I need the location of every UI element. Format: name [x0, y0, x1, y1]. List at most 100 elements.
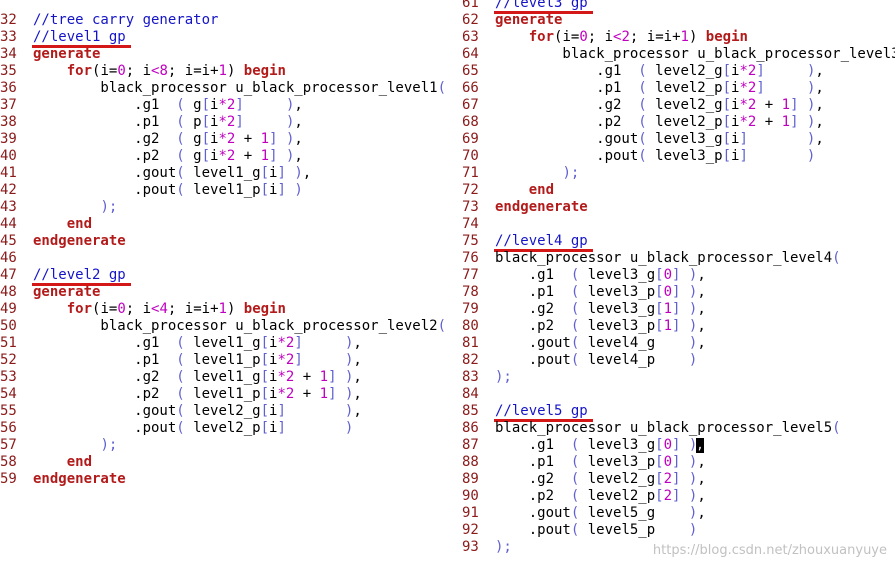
code-token: [: [722, 114, 732, 130]
line-number: 70: [462, 148, 479, 164]
code-line[interactable]: 58 end: [0, 454, 92, 471]
code-line[interactable]: 92 .pout( level5_p ): [462, 522, 697, 539]
code-line[interactable]: 93);: [462, 539, 512, 556]
code-token: .gout: [495, 335, 571, 351]
code-line[interactable]: 53 .g2 ( level1_g[i*2 + 1] ),: [0, 369, 362, 386]
code-line[interactable]: 85//level5 gp: [462, 403, 588, 420]
code-line[interactable]: 42 .pout( level1_p[i] ): [0, 182, 303, 199]
code-number: 2: [226, 131, 236, 147]
code-line[interactable]: 47//level2 gp: [0, 267, 126, 284]
code-token: ]: [739, 148, 748, 164]
code-token: (: [570, 437, 580, 453]
code-line[interactable]: 52 .p1 ( level1_p[i*2] ),: [0, 352, 362, 369]
code-line[interactable]: 84: [462, 386, 495, 403]
line-number: 64: [462, 46, 479, 62]
code-token: (: [176, 420, 185, 436]
code-token: (: [176, 352, 185, 368]
code-line[interactable]: 69 .gout( level3_g[i] ),: [462, 131, 824, 148]
code-line[interactable]: 41 .gout( level1_g[i] ),: [0, 165, 311, 182]
code-line[interactable]: 79 .g2 ( level3_g[1] ),: [462, 301, 706, 318]
code-line[interactable]: 80 .p2 ( level3_p[1] ),: [462, 318, 706, 335]
code-line[interactable]: 90 .p2 ( level2_p[2] ),: [462, 488, 706, 505]
code-line[interactable]: 44 end: [0, 216, 92, 233]
code-line[interactable]: 89 .g2 ( level2_g[2] ),: [462, 471, 706, 488]
code-line[interactable]: 46: [0, 250, 33, 267]
code-line[interactable]: 50 black_processor u_black_processor_lev…: [0, 318, 446, 335]
code-token: ): [688, 454, 698, 470]
code-line[interactable]: 54 .p2 ( level1_p[i*2 + 1] ),: [0, 386, 362, 403]
code-line[interactable]: 49 for(i=0; i<4; i=i+1) begin: [0, 301, 286, 318]
code-line[interactable]: 72 end: [462, 182, 554, 199]
code-token: (: [570, 488, 580, 504]
code-line[interactable]: 82 .pout( level4_p ): [462, 352, 697, 369]
code-token: ,: [302, 165, 312, 181]
line-number: 54: [0, 386, 17, 402]
code-token: ): [294, 165, 303, 181]
code-line[interactable]: 70 .pout( level3_p[i] ): [462, 148, 815, 165]
code-line[interactable]: 91 .gout( level5_g ),: [462, 505, 706, 522]
code-token: *: [277, 386, 286, 402]
code-line[interactable]: 88 .p1 ( level3_p[0] ),: [462, 454, 706, 471]
code-token: i: [210, 148, 219, 164]
code-line[interactable]: 39 .g2 ( g[i*2 + 1] ),: [0, 131, 303, 148]
code-token: ; i=i+: [629, 29, 681, 45]
code-line[interactable]: 71 );: [462, 165, 579, 182]
code-line[interactable]: 38 .p1 ( p[i*2] ),: [0, 114, 303, 131]
code-number: 2: [621, 29, 630, 45]
code-token: ,: [815, 80, 824, 96]
code-line[interactable]: 51 .g1 ( level1_g[i*2] ),: [0, 335, 362, 352]
code-line[interactable]: 37 .g1 ( g[i*2] ),: [0, 97, 303, 114]
code-token: i: [210, 114, 219, 130]
code-token: ]: [672, 318, 681, 334]
code-token: <: [151, 63, 160, 79]
code-token: ): [688, 505, 698, 521]
code-line[interactable]: 65 .g1 ( level2_g[i*2] ),: [462, 63, 824, 80]
code-line[interactable]: 77 .g1 ( level3_g[0] ),: [462, 267, 706, 284]
code-token: <: [613, 29, 622, 45]
code-token: [286, 403, 345, 419]
code-line[interactable]: 66 .p1 ( level2_p[i*2] ),: [462, 80, 824, 97]
line-number: 40: [0, 148, 17, 164]
code-token: [680, 267, 688, 283]
code-line[interactable]: 61//level3 gp: [462, 0, 588, 12]
code-line[interactable]: 67 .g2 ( level2_g[i*2 + 1] ),: [462, 97, 824, 114]
line-number: 47: [0, 267, 17, 283]
code-line[interactable]: 56 .pout( level2_p[i] ): [0, 420, 353, 437]
code-number: 0: [117, 301, 126, 317]
code-token: ): [344, 352, 354, 368]
code-token: [799, 97, 807, 113]
code-token: *: [739, 80, 748, 96]
code-token: i: [269, 335, 278, 351]
line-number: 36: [0, 80, 17, 96]
code-line[interactable]: 43 );: [0, 199, 117, 216]
code-line[interactable]: 57 );: [0, 437, 117, 454]
code-line[interactable]: 35 for(i=0; i<8; i=i+1) begin: [0, 63, 286, 80]
code-line[interactable]: 32//tree carry generator: [0, 12, 218, 29]
code-line[interactable]: 68 .p2 ( level2_p[i*2 + 1] ),: [462, 114, 824, 131]
code-line[interactable]: 64 black_processor u_black_processor_lev…: [462, 46, 895, 63]
code-token: *: [277, 335, 286, 351]
code-line[interactable]: 36 black_processor u_black_processor_lev…: [0, 80, 446, 97]
line-number: 89: [462, 471, 479, 487]
code-line[interactable]: 40 .p2 ( g[i*2 + 1] ),: [0, 148, 303, 165]
code-line[interactable]: 78 .p1 ( level3_p[0] ),: [462, 284, 706, 301]
code-line[interactable]: 33//level1 gp: [0, 29, 126, 46]
code-line[interactable]: 55 .gout( level2_g[i] ),: [0, 403, 362, 420]
code-line[interactable]: 83);: [462, 369, 512, 386]
code-line[interactable]: 81 .gout( level4_g ),: [462, 335, 706, 352]
code-token: ): [285, 131, 295, 147]
line-number: 52: [0, 352, 17, 368]
code-line[interactable]: 63 for(i=0; i<2; i=i+1) begin: [462, 29, 748, 46]
code-token: ,: [697, 301, 706, 317]
code-line[interactable]: 75//level4 gp: [462, 233, 588, 250]
code-line[interactable]: 87 .g1 ( level3_g[0] ),: [462, 437, 705, 454]
code-line[interactable]: 74: [462, 216, 495, 233]
